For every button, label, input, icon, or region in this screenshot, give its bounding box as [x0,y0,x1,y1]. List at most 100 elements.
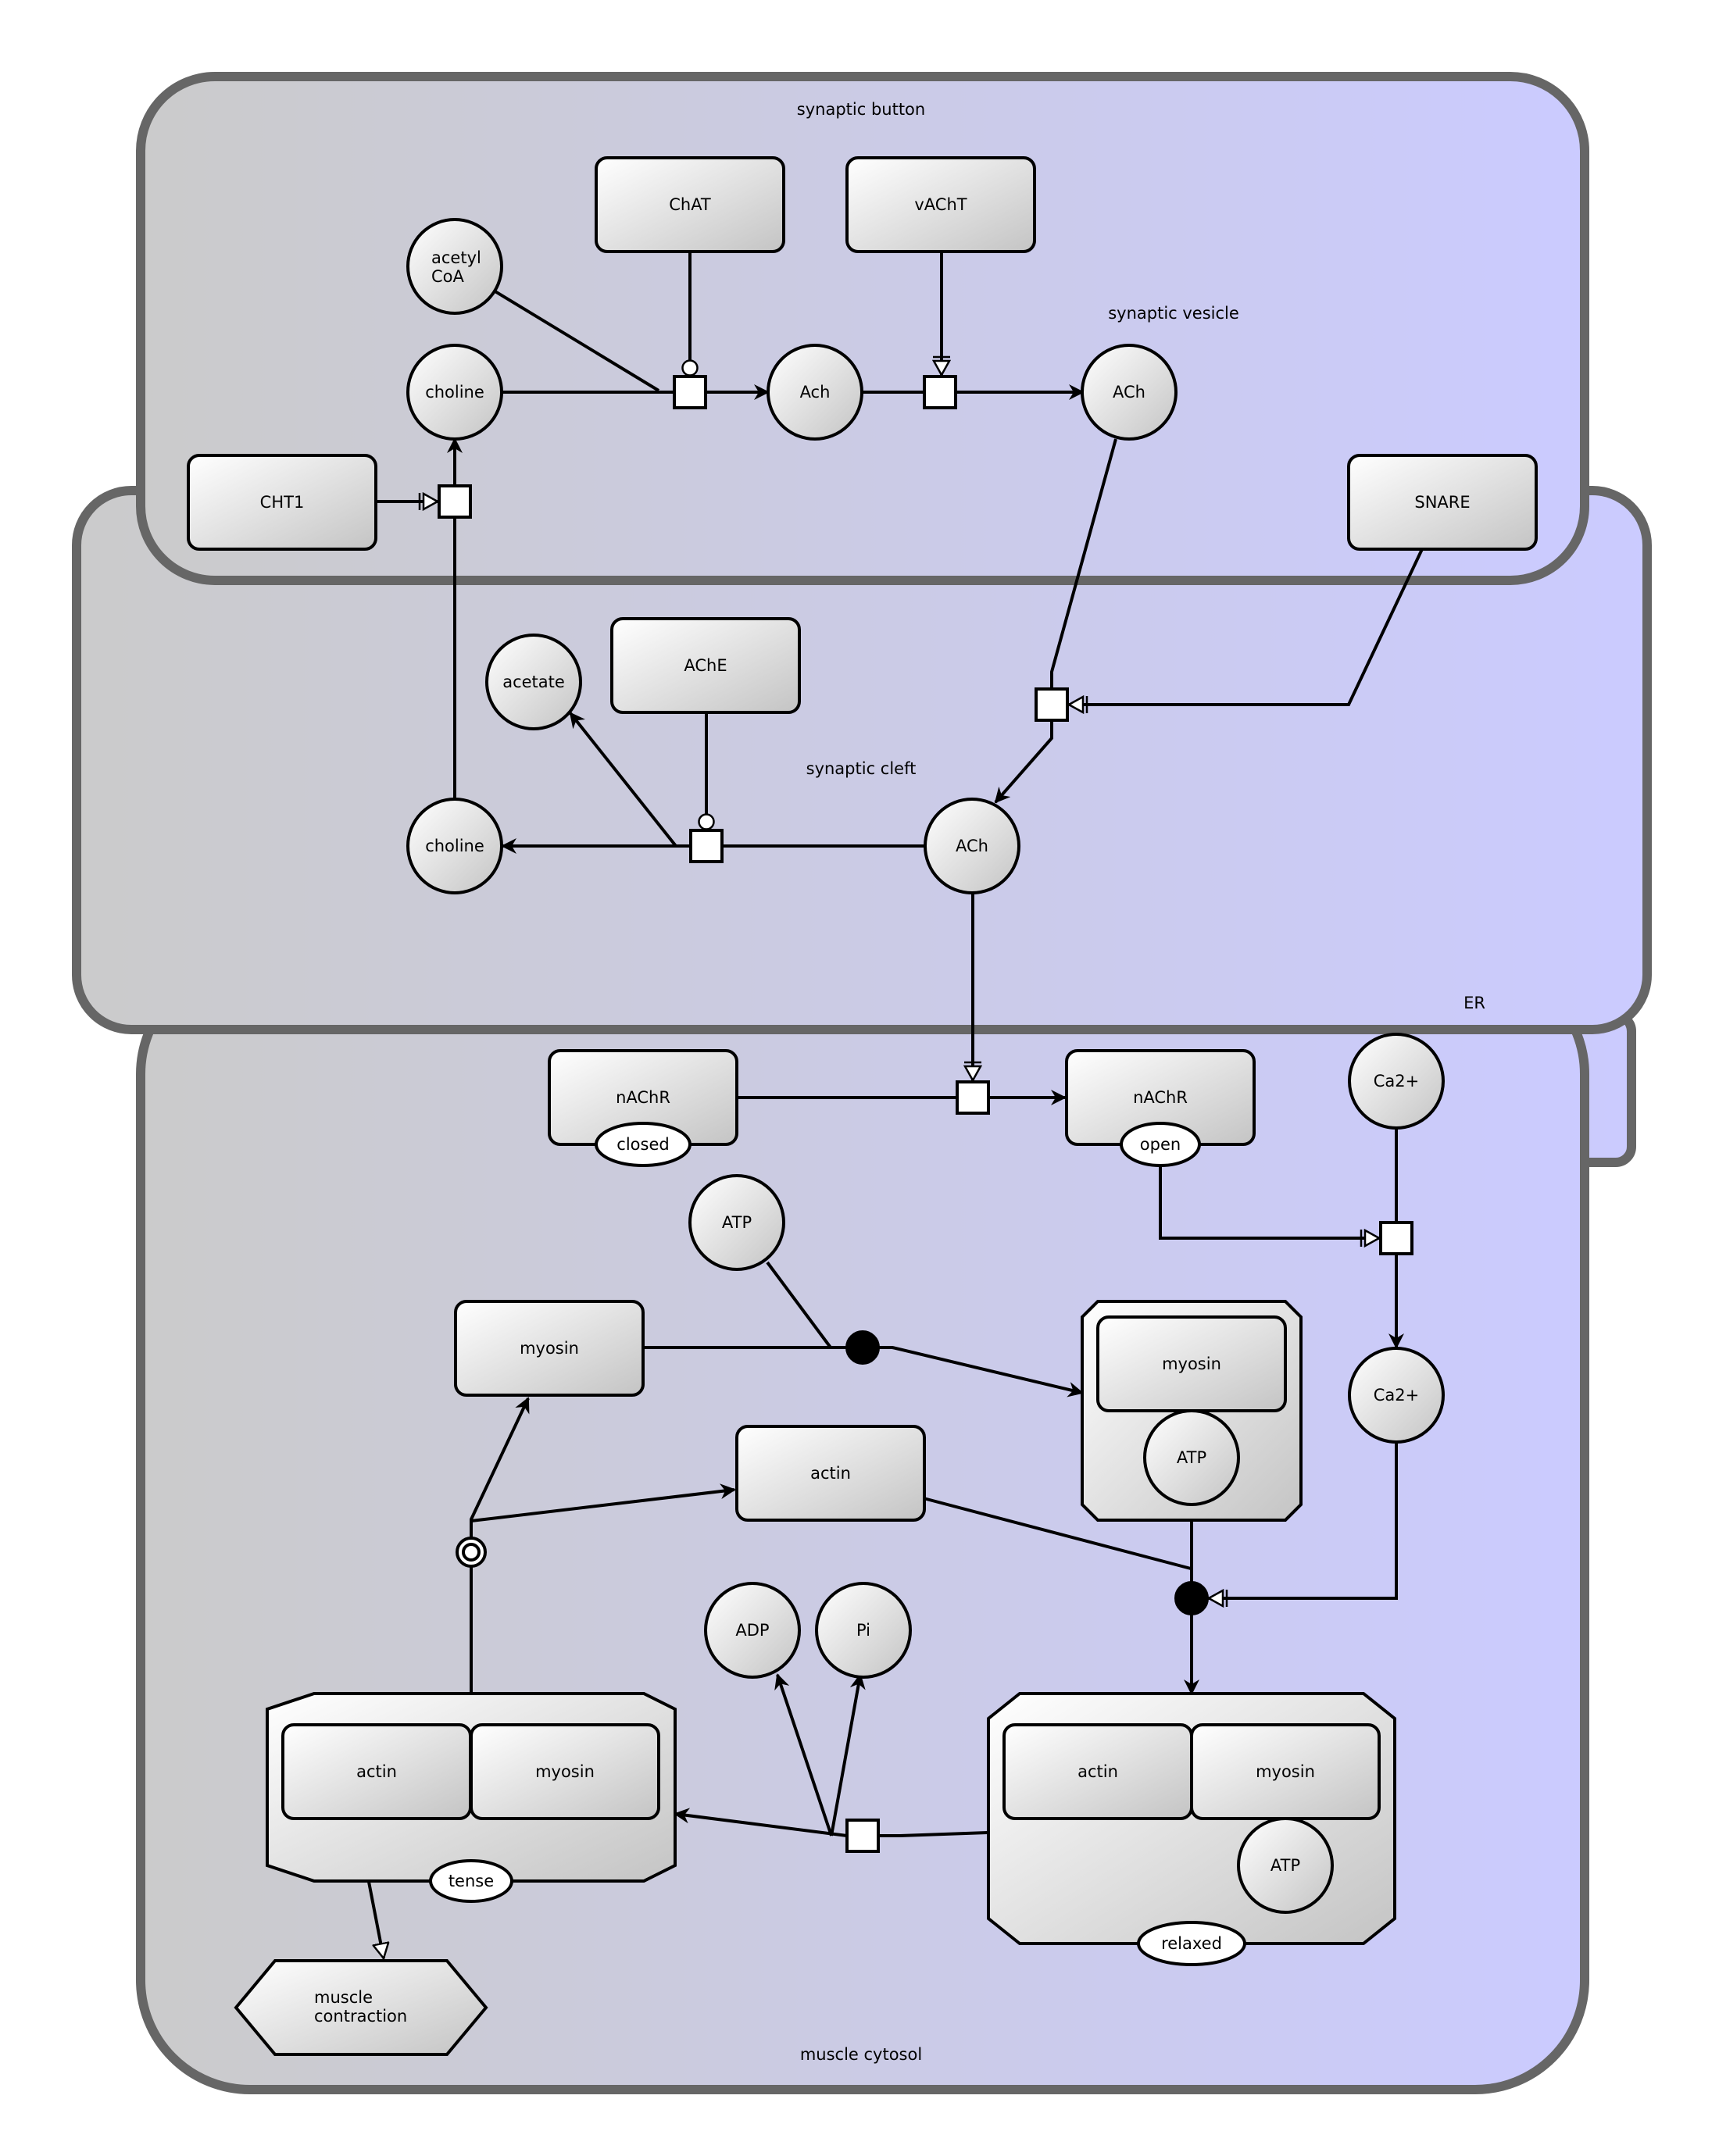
synaptic-button-label: synaptic button [797,100,925,119]
edge-process-to-adp [774,1673,833,1837]
edge-ca-stimulation [1208,1440,1398,1598]
node-myosin-free[interactable]: myosin [454,1300,645,1397]
node-choline-cleft[interactable]: choline [406,798,503,894]
association-myosin-atp[interactable] [845,1330,880,1365]
acetate-label: acetate [502,673,565,691]
process-nodes [438,375,1413,1853]
node-adp[interactable]: ADP [704,1582,801,1679]
edges [367,252,1424,1958]
edge-atp-to-association [766,1261,832,1349]
er-label: ER [1463,994,1485,1012]
dissociation-inner-ring [462,1543,481,1562]
tense-state: tense [449,1872,494,1890]
node-nachr-closed[interactable]: nAChR closed [548,1049,738,1167]
nachr-closed-state: closed [616,1135,669,1154]
chat-label: ChAT [669,195,711,214]
ach-button-label: Ach [800,383,831,402]
edge-actin-to-association [923,1497,1192,1570]
process-choline-uptake[interactable] [438,484,472,519]
tense-myosin-subunit [470,1723,660,1820]
process-vesicle-loading[interactable] [923,375,957,409]
choline-cleft-label: choline [425,837,484,855]
node-actin-free[interactable]: actin [735,1425,926,1522]
edge-dissociation-to-actin [470,1483,736,1522]
node-ca-top[interactable]: Ca2+ [1348,1033,1445,1130]
node-ach-button[interactable]: Ach [767,344,863,441]
relaxed-state: relaxed [1161,1934,1222,1953]
node-ach-cleft[interactable]: ACh [924,798,1020,894]
relaxed-atp-subunit [1237,1817,1334,1914]
nachr-closed-label: nAChR [616,1088,670,1107]
tense-myosin-label: myosin [535,1762,595,1781]
adp-label: ADP [735,1621,769,1640]
atp-free-label: ATP [722,1213,752,1232]
ache-label: AChE [684,656,727,675]
cht1-label: CHT1 [260,493,305,512]
acetyl-coa-label-line2: CoA [431,267,465,286]
node-acetyl-coa[interactable]: acetyl CoA [406,218,503,315]
association-actomyosin[interactable] [1174,1581,1209,1615]
synaptic-button-compartment [136,72,1589,585]
node-atp-free[interactable]: ATP [688,1174,785,1271]
node-relaxed-complex[interactable]: actin myosin ATP relaxed [987,1692,1396,1966]
node-vacht[interactable]: vAChT [845,156,1036,253]
relaxed-actin-label: actin [1078,1762,1118,1781]
node-ache[interactable]: AChE [610,617,801,714]
edge-process-to-cleft-ach [994,720,1053,804]
node-nachr-open[interactable]: nAChR open [1065,1049,1256,1167]
nachr-open-label: nAChR [1133,1088,1188,1107]
tense-state-badge [429,1859,513,1903]
synaptic-cleft-label: synaptic cleft [806,759,917,778]
edge-nachr-open-stimulation [1159,1165,1380,1238]
node-myosin-atp-complex[interactable]: myosin ATP [1081,1300,1303,1522]
node-ca-bottom[interactable]: Ca2+ [1348,1347,1445,1444]
process-ach-synthesis[interactable] [673,375,707,409]
node-acetate[interactable]: acetate [485,634,582,730]
node-chat[interactable]: ChAT [595,156,785,253]
edge-relaxed-to-process [878,1831,988,1837]
relaxed-myosin-label: myosin [1256,1762,1315,1781]
process-nachr-opening[interactable] [956,1080,990,1115]
node-muscle-contraction[interactable]: muscle contraction [234,1959,488,2056]
edge-process-to-pi [830,1673,866,1837]
node-choline-button[interactable]: choline [406,344,503,441]
edge-acetylcoa-to-process [492,289,660,392]
synaptic-vesicle-label: synaptic vesicle [1108,304,1239,323]
tense-actin-label: actin [356,1762,397,1781]
edge-process-to-acetate [569,712,677,848]
process-exocytosis[interactable] [1035,687,1069,722]
muscle-cytosol-label: muscle cytosol [800,2045,922,2064]
vacht-label: vAChT [914,195,967,214]
snare-label: SNARE [1414,493,1470,512]
node-cht1[interactable]: CHT1 [187,454,377,551]
complex-atp-subunit [1143,1409,1240,1506]
entity-nodes: ChAT vAChT acetyl CoA choline Ach ACh CH… [187,156,1538,2056]
edge-process-to-tense [674,1808,848,1837]
relaxed-atp-label: ATP [1270,1856,1300,1875]
node-tense-complex[interactable]: actin myosin tense [266,1692,677,1903]
ach-vesicle-label: ACh [1113,383,1145,402]
nachr-open-state-badge [1120,1122,1201,1167]
process-ach-hydrolysis[interactable] [689,829,724,863]
edge-snare-stimulation [1068,548,1424,705]
node-snare[interactable]: SNARE [1347,454,1538,551]
ca-top-label: Ca2+ [1374,1072,1420,1090]
choline-button-label: choline [425,383,484,402]
complex-atp-label: ATP [1177,1448,1206,1467]
actin-free-label: actin [810,1464,851,1483]
relaxed-state-badge [1137,1921,1246,1966]
muscle-contraction-label-line1: muscle [314,1988,373,2007]
edge-tense-to-phenotype [367,1881,384,1958]
myosin-free-label: myosin [520,1339,579,1358]
node-pi[interactable]: Pi [815,1582,912,1679]
pi-label: Pi [856,1621,870,1640]
process-calcium-transport[interactable] [1379,1221,1413,1255]
acetyl-coa-label-line1: acetyl [431,248,481,267]
process-atp-hydrolysis[interactable] [845,1819,880,1853]
node-ach-vesicle[interactable]: ACh [1081,344,1178,441]
complex-myosin-label: myosin [1162,1355,1221,1373]
nachr-open-state: open [1140,1135,1181,1154]
nachr-closed-state-badge [595,1122,692,1167]
ca-bottom-label: Ca2+ [1374,1386,1420,1405]
